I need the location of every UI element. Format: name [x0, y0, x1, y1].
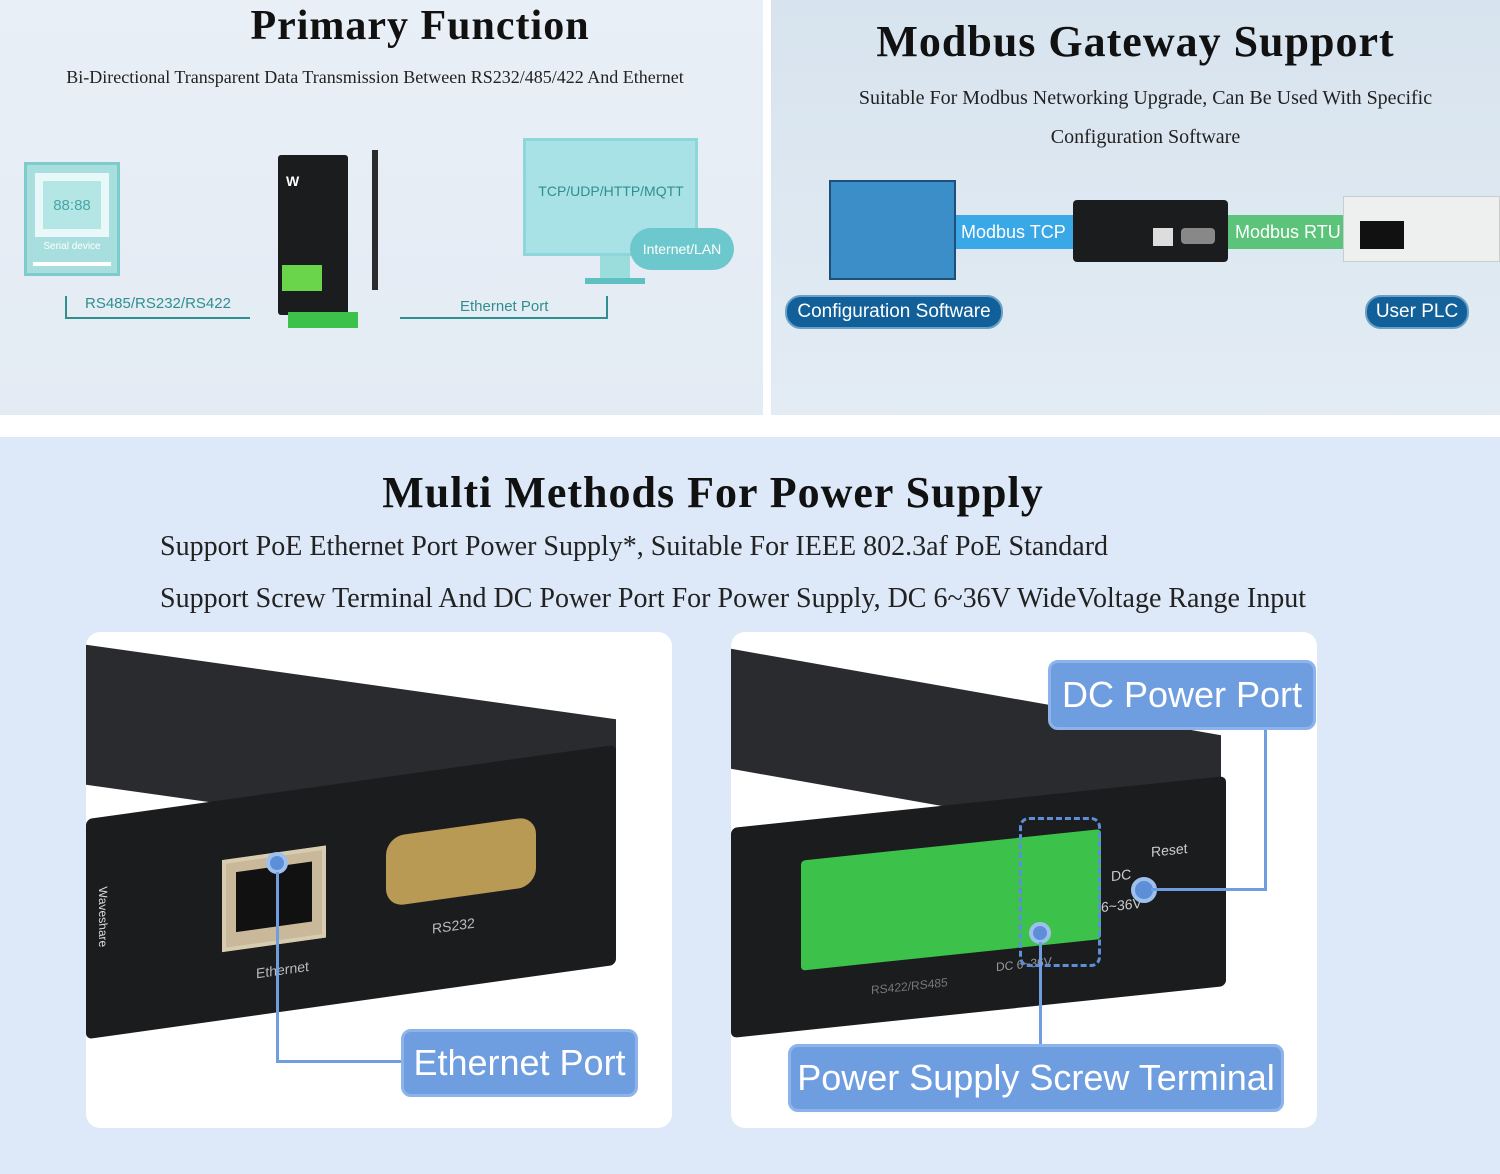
power-line1: Support PoE Ethernet Port Power Supply*,…	[160, 531, 1109, 562]
gateway-device-image: W	[278, 155, 348, 315]
callout-line	[1039, 942, 1042, 1047]
ethernet-port-print: Ethernet	[256, 957, 309, 982]
connector-line	[606, 296, 608, 318]
brand-label: Waveshare	[96, 885, 110, 949]
primary-function-panel: Primary Function Bi-Directional Transpar…	[0, 0, 763, 415]
connector-line	[65, 296, 67, 318]
serial-label: Serial device	[43, 241, 101, 252]
serial-display: 88:88	[43, 181, 101, 229]
power-line2: Support Screw Terminal And DC Power Port…	[160, 583, 1307, 614]
configuration-software-screenshot	[829, 180, 956, 280]
rs232-connector-icon	[386, 815, 536, 908]
ethernet-port-card: Waveshare Ethernet RS232 Ethernet Port	[86, 632, 672, 1128]
marker-dot	[266, 852, 288, 874]
serial-ports-label: RS485/RS232/RS422	[85, 295, 231, 312]
power-title: Multi Methods For Power Supply	[382, 468, 1044, 517]
terminal-highlight	[1019, 817, 1101, 967]
configuration-software-label: Configuration Software	[785, 295, 1003, 329]
screw-terminal-callout: Power Supply Screw Terminal	[788, 1044, 1284, 1112]
modbus-rtu-band: Modbus RTU	[1228, 215, 1343, 249]
dc-print: DC	[1111, 865, 1132, 885]
device-front-face: DC 6~36V Reset RS422/RS485 DC 6~36V	[731, 775, 1226, 1039]
modbus-gateway-panel: Modbus Gateway Support Suitable For Modb…	[771, 0, 1500, 415]
user-plc-label: User PLC	[1365, 295, 1469, 329]
rs232-port-print: RS232	[432, 914, 475, 937]
modbus-subtitle-line2: Configuration Software	[1050, 126, 1241, 148]
callout-line	[276, 1060, 406, 1063]
ethernet-port-callout: Ethernet Port	[401, 1029, 638, 1097]
serial-device-illustration: 88:88 Serial device	[24, 162, 120, 276]
callout-line	[1264, 727, 1267, 891]
modbus-subtitle-line1: Suitable For Modbus Networking Upgrade, …	[858, 87, 1433, 109]
waveshare-logo-icon: W	[286, 173, 300, 189]
gateway-device-image	[1073, 200, 1228, 262]
modbus-title: Modbus Gateway Support	[876, 17, 1395, 66]
computer-illustration: TCP/UDP/HTTP/MQTT	[523, 138, 698, 256]
terminal-print: RS422/RS485	[871, 975, 948, 998]
modbus-tcp-band: Modbus TCP	[956, 215, 1076, 249]
reset-print: Reset	[1151, 840, 1188, 860]
cloud-icon: Internet/LAN	[630, 228, 734, 270]
callout-line	[276, 872, 279, 1062]
primary-title: Primary Function	[250, 3, 590, 49]
power-supply-panel: Multi Methods For Power Supply Support P…	[0, 437, 1500, 1174]
protocols-label: TCP/UDP/HTTP/MQTT	[538, 183, 684, 199]
connector-line	[400, 317, 608, 319]
dc-power-port-callout: DC Power Port	[1048, 660, 1316, 730]
plc-image	[1343, 196, 1500, 262]
connector-line	[65, 317, 250, 319]
power-port-card: DC 6~36V Reset RS422/RS485 DC 6~36V DC P…	[731, 632, 1317, 1128]
cloud-label: Internet/LAN	[642, 241, 722, 257]
primary-subtitle: Bi-Directional Transparent Data Transmis…	[66, 67, 684, 87]
marker-dot	[1029, 922, 1051, 944]
callout-line	[1151, 888, 1267, 891]
ethernet-port-label: Ethernet Port	[460, 298, 549, 315]
